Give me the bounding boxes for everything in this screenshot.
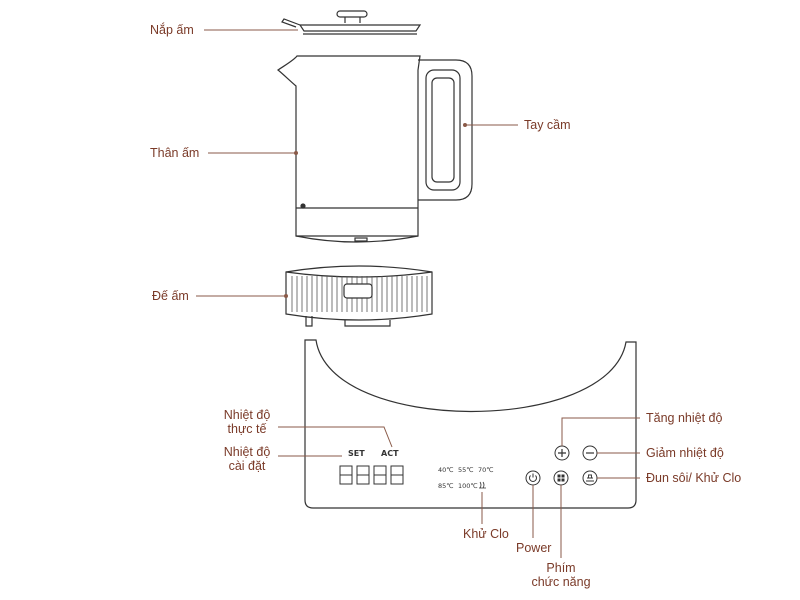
leader-lines	[196, 29, 640, 558]
display-digit-3	[373, 465, 387, 485]
label-actual-temp-line2: thực tế	[227, 422, 267, 436]
label-set-temp-line1: Nhiệt độ	[223, 445, 271, 459]
label-base: Đế ấm	[152, 289, 189, 303]
base-switch	[343, 283, 373, 299]
act-label: ACT	[381, 449, 399, 458]
label-function-key-line2: chức năng	[531, 575, 591, 589]
lid-disc	[298, 24, 422, 32]
increase-temp-button[interactable]	[554, 445, 570, 461]
leader-base-dot	[284, 294, 288, 298]
control-panel: SET ACT 8888 40℃ 55℃ 70℃ 85℃ 100℃	[304, 339, 637, 509]
temp-preset-55: 55℃	[458, 466, 474, 474]
label-function-key: Phím chức năng	[526, 561, 596, 589]
temp-preset-85: 85℃	[438, 482, 454, 490]
control-panel-outline	[304, 339, 637, 509]
set-label: SET	[348, 449, 365, 458]
lid-spout-tab	[281, 18, 301, 28]
label-dechlorine: Khử Clo	[463, 527, 509, 541]
lid-knob-stem	[344, 17, 361, 23]
lid-knob	[336, 10, 368, 18]
handle-outer	[418, 59, 473, 201]
plus-icon	[558, 449, 566, 457]
temp-preset-40: 40℃	[438, 466, 454, 474]
label-lid: Nắp ấm	[150, 23, 194, 37]
base-cord-clip	[305, 316, 313, 327]
kettle-shell	[276, 55, 421, 237]
label-actual-temp: Nhiệt độ thực tế	[212, 408, 282, 436]
boil-icon	[586, 474, 594, 482]
display-digit-1	[339, 465, 353, 485]
leader-actual-temp	[278, 426, 393, 448]
leader-handle-dot	[463, 123, 467, 127]
label-actual-temp-line1: Nhiệt độ	[223, 408, 271, 422]
label-power: Power	[516, 541, 552, 555]
leader-body-dot	[294, 151, 298, 155]
dechlorine-icon	[479, 481, 486, 489]
label-set-temp: Nhiệt độ cài đặt	[212, 445, 282, 473]
boil-dechlorine-button[interactable]	[582, 470, 598, 486]
label-function-key-line1: Phím	[546, 561, 576, 575]
kettle-lid	[281, 10, 422, 35]
temp-preset-100: 100℃	[458, 482, 478, 490]
power-icon	[529, 473, 537, 482]
kettle-handle	[418, 59, 473, 201]
label-decrease: Giảm nhiệt độ	[646, 446, 724, 460]
base-top-edge	[285, 271, 433, 278]
decrease-temp-button[interactable]	[582, 445, 598, 461]
power-button[interactable]	[525, 470, 541, 486]
seven-segment-display: 8888	[339, 465, 404, 485]
leader-increase	[561, 417, 640, 446]
temp-preset-70: 70℃	[478, 466, 494, 474]
function-button[interactable]	[553, 470, 569, 486]
kettle-body	[276, 55, 421, 243]
grid-menu-icon	[557, 474, 565, 482]
label-boil: Đun sôi/ Khử Clo	[646, 471, 742, 485]
label-body: Thân ấm	[150, 146, 200, 160]
handle-inner	[425, 69, 461, 191]
display-digit-2	[356, 465, 370, 485]
label-set-temp-line2: cài đặt	[228, 459, 266, 473]
label-increase: Tăng nhiệt độ	[646, 411, 723, 425]
kettle-body-dot	[300, 203, 306, 209]
label-handle: Tay cầm	[524, 118, 571, 132]
display-digit-4	[390, 465, 404, 485]
kettle-bottom-foot	[354, 237, 368, 242]
kettle-base	[285, 265, 433, 327]
kettle-bottom-curve	[295, 235, 419, 243]
base-shell	[285, 265, 433, 321]
handle-grip	[431, 77, 455, 183]
base-plinth	[344, 320, 391, 327]
